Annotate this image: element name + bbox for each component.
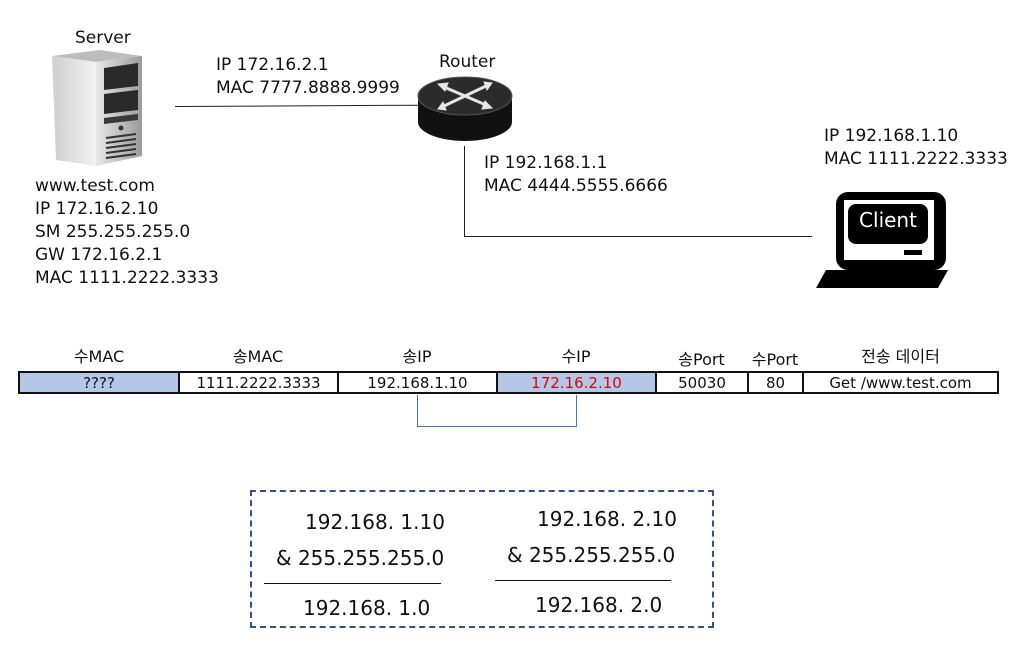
- router-left-interface: IP 172.16.2.1 MAC 7777.8888.9999: [216, 54, 400, 100]
- client-info: IP 192.168.1.10 MAC 1111.2222.3333: [824, 125, 1008, 171]
- router-right-interface: IP 192.168.1.1 MAC 4444.5555.6666: [484, 152, 668, 198]
- router-left-ip: IP 172.16.2.1: [216, 55, 329, 75]
- router-icon: [417, 76, 513, 141]
- server-tower-icon: [52, 50, 142, 166]
- calc-left-result: 192.168. 1.0: [303, 596, 431, 620]
- calc-left-ip: 192.168. 1.10: [305, 510, 445, 534]
- router-right-ip: IP 192.168.1.1: [484, 153, 608, 173]
- header-src-ip: 송IP: [402, 347, 432, 366]
- client-mac: MAC 1111.2222.3333: [824, 149, 1008, 169]
- server-ip: IP 172.16.2.10: [35, 199, 159, 219]
- server-title: Server: [75, 28, 131, 48]
- cell-src-port: 50030: [655, 371, 749, 394]
- router-client-link: [464, 236, 812, 237]
- router-right-mac: MAC 4444.5555.6666: [484, 176, 668, 196]
- router-title: Router: [439, 52, 496, 72]
- server-info: www.test.com IP 172.16.2.10 SM 255.255.2…: [35, 175, 219, 290]
- header-data: 전송 데이터: [861, 347, 940, 366]
- cell-data: Get /www.test.com: [802, 371, 999, 394]
- calc-right-ip: 192.168. 2.10: [537, 507, 677, 531]
- calc-right-rule: [495, 580, 671, 581]
- cell-dest-port: 80: [747, 371, 804, 394]
- header-dest-mac: 수MAC: [73, 347, 125, 366]
- server-gateway: GW 172.16.2.1: [35, 245, 163, 265]
- client-screen-label: Client: [859, 208, 917, 232]
- router-left-mac: MAC 7777.8888.9999: [216, 78, 400, 98]
- ip-compare-bracket: [417, 395, 577, 427]
- header-dest-ip: 수IP: [561, 347, 591, 366]
- header-dest-port: 수Port: [751, 350, 799, 369]
- server-hostname: www.test.com: [35, 176, 155, 196]
- header-src-port: 송Port: [678, 350, 725, 369]
- server-router-link: [174, 104, 420, 107]
- server-subnet-mask: SM 255.255.255.0: [35, 222, 191, 242]
- client-ip: IP 192.168.1.10: [824, 126, 959, 146]
- calc-right-mask: & 255.255.255.0: [507, 543, 676, 567]
- calc-left-mask: & 255.255.255.0: [276, 546, 445, 570]
- cell-src-ip: 192.168.1.10: [337, 371, 498, 394]
- server-mac: MAC 1111.2222.3333: [35, 268, 219, 288]
- cell-dest-mac: ????: [18, 371, 180, 394]
- subnet-calculation-box: 192.168. 1.10 & 255.255.255.0 192.168. 1…: [250, 490, 714, 628]
- client-computer-icon: Client: [812, 190, 950, 290]
- router-drop-line: [464, 146, 465, 237]
- calc-right-result: 192.168. 2.0: [535, 593, 663, 617]
- cell-dest-ip: 172.16.2.10: [496, 371, 657, 394]
- cell-src-mac: 1111.2222.3333: [178, 371, 339, 394]
- header-src-mac: 송MAC: [232, 347, 284, 366]
- calc-left-rule: [264, 583, 441, 584]
